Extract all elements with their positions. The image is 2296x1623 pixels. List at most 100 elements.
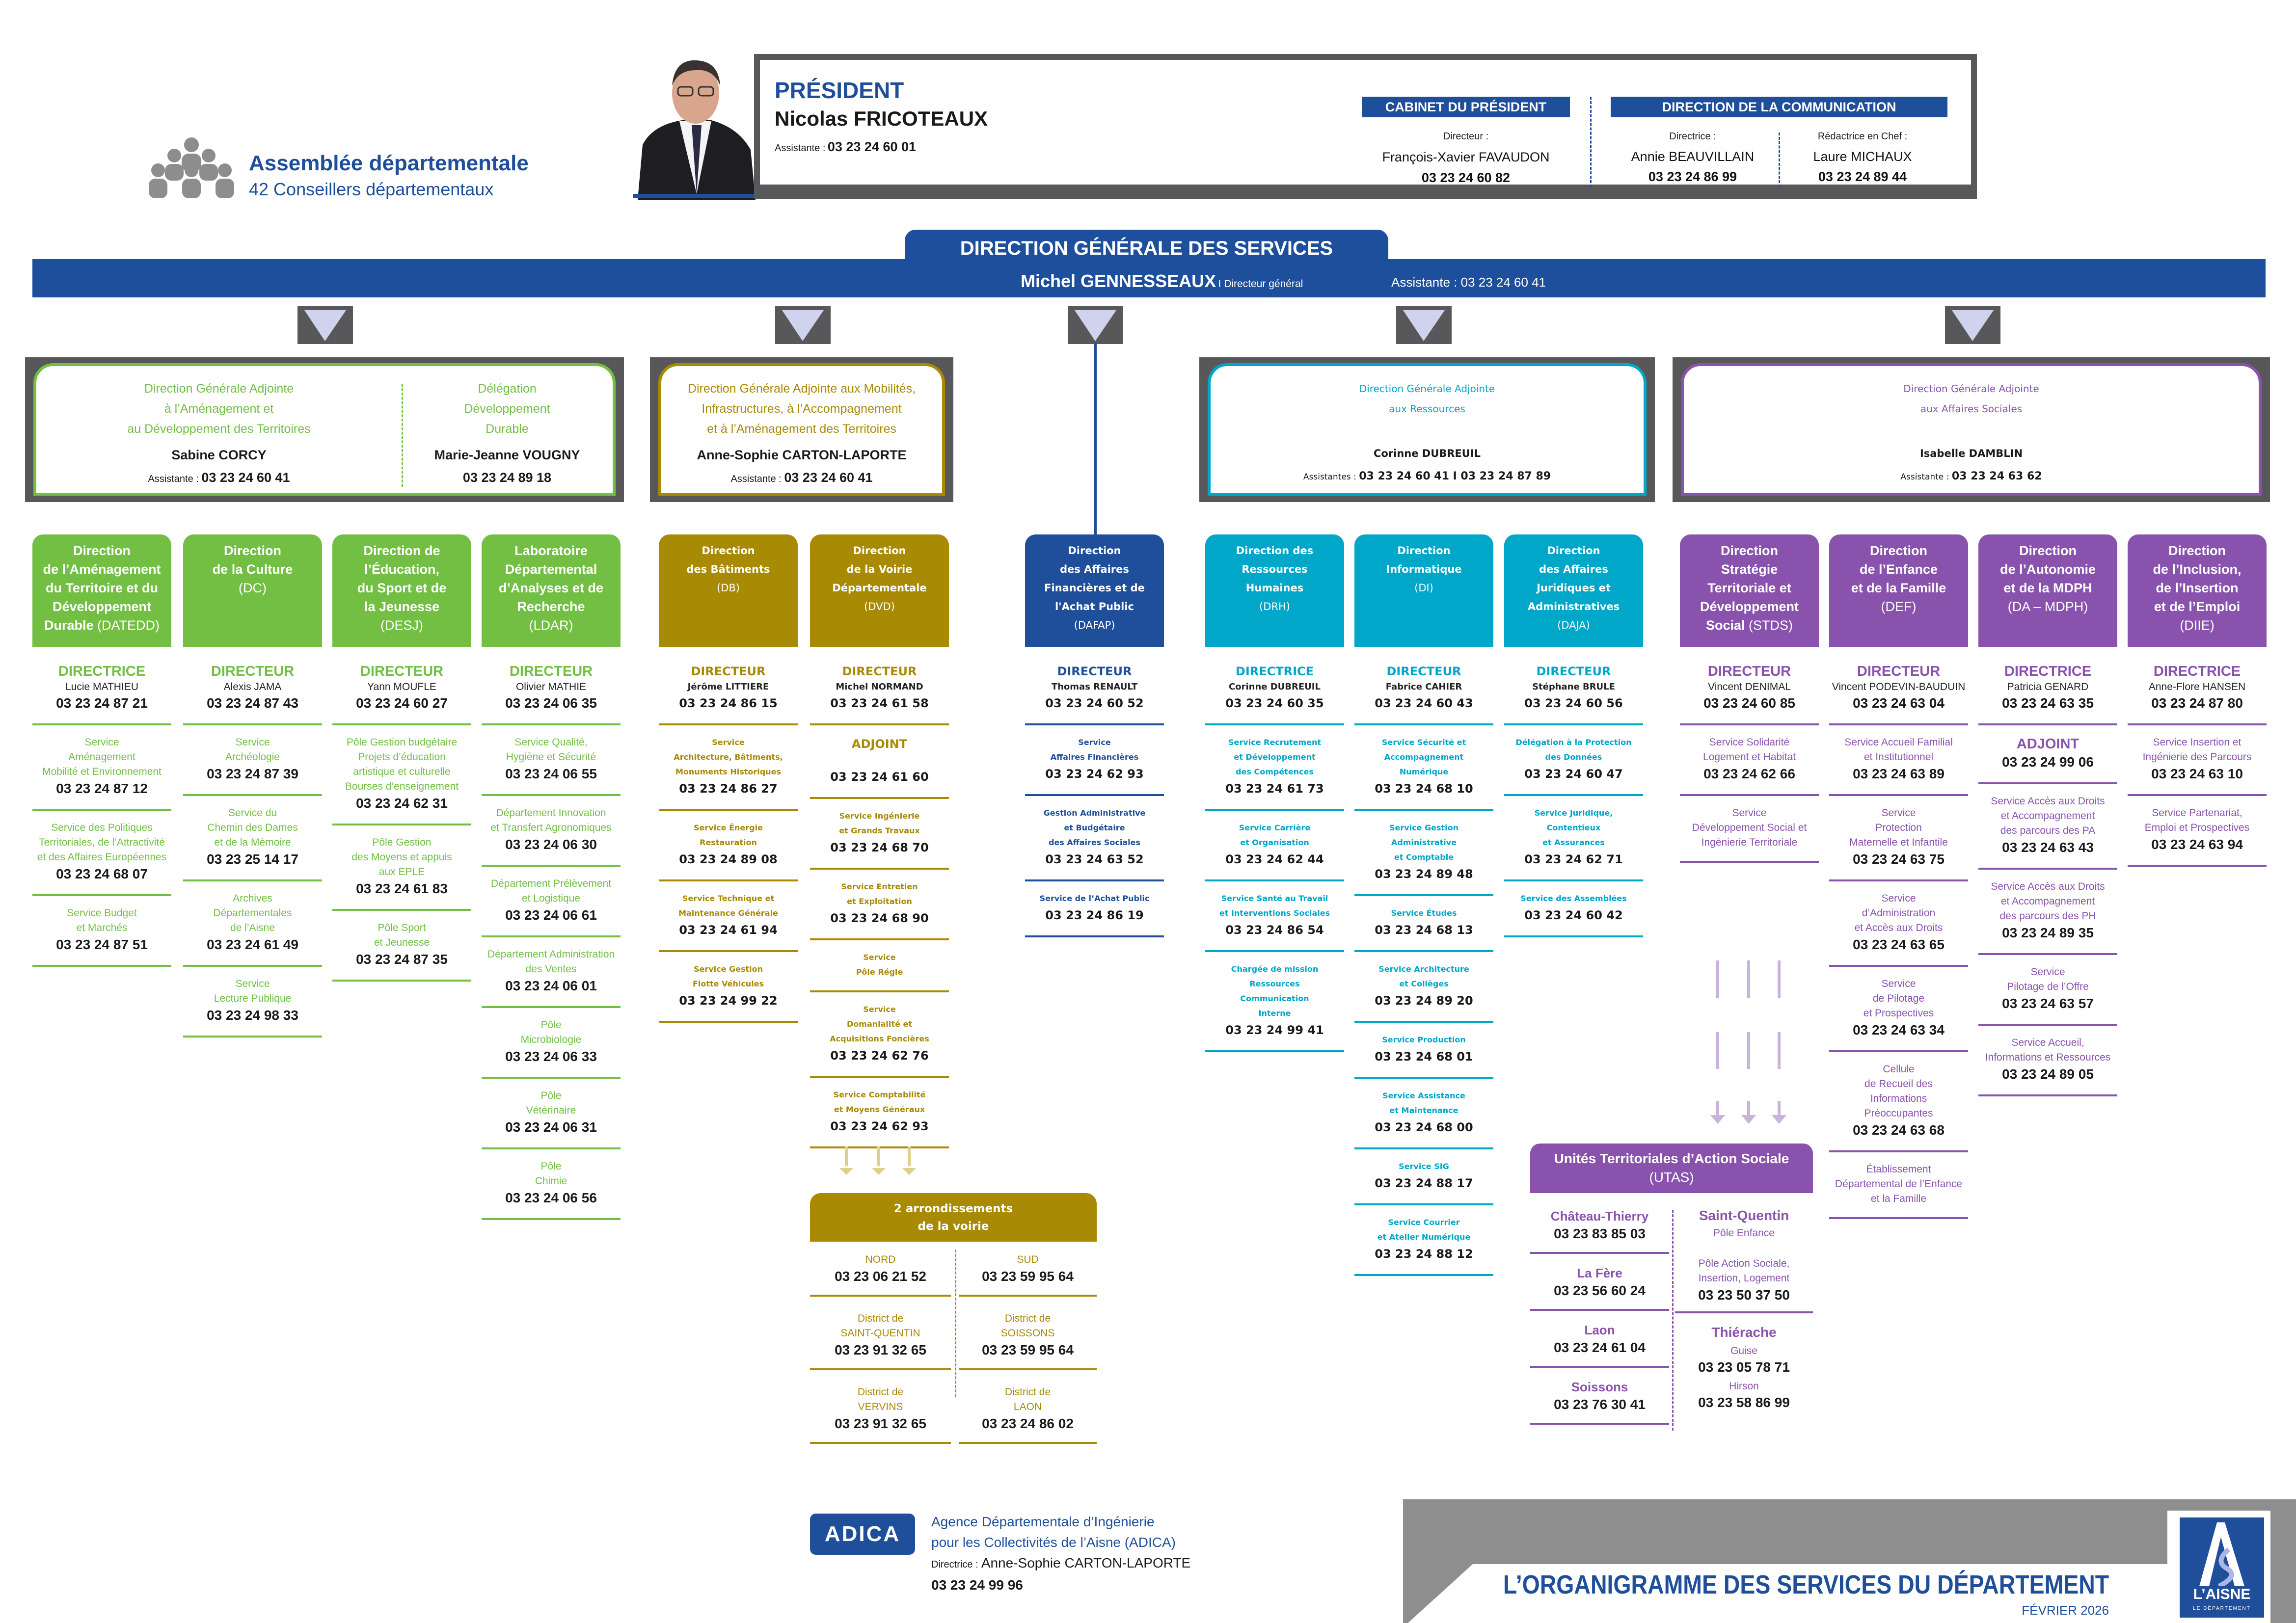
director-name: Vincent PODEVIN-BAUDUIN [1832, 681, 1966, 692]
direction-column: Direction de l’Éducation, du Sport et de… [332, 534, 471, 982]
cabinet-role: Directeur : [1443, 131, 1489, 142]
utas-pole: Pôle Enfance [1713, 1227, 1775, 1239]
service-label: Pôle Gestion des Moyens et appuis aux EP… [351, 837, 452, 878]
service-phone: 03 23 24 88 17 [1375, 1176, 1473, 1190]
service-item: Cellule de Recueil des Informations Préo… [1829, 1052, 1968, 1152]
director-phone: 03 23 24 61 58 [830, 696, 929, 710]
communication-editor: Rédactrice en Chef : Laure MICHAUX 03 23… [1785, 131, 1940, 185]
president-name: Nicolas FRICOTEAUX [775, 107, 988, 130]
district-phone: 03 23 59 95 64 [982, 1269, 1074, 1284]
direction-column: Direction des Ressources Humaines (DRH)D… [1205, 534, 1344, 1052]
direction-header: Laboratoire Départemental d’Analyses et … [482, 534, 621, 647]
district-label: NORD [865, 1254, 896, 1265]
service-phone: 03 23 24 87 51 [56, 937, 148, 952]
director-name: Vincent DENIMAL [1708, 681, 1791, 692]
service-item: Service Recrutement et Développement des… [1205, 725, 1344, 811]
service-label: Service Architecture et Collèges [1378, 964, 1469, 988]
service-item: Service Protection Maternelle et Infanti… [1829, 796, 1968, 881]
assistant-phone: 03 23 24 89 18 [462, 470, 552, 485]
director-role: DIRECTRICE [2153, 664, 2241, 679]
direction-abbr: (DATEDD) [97, 618, 160, 633]
person-role: Directrice : [1669, 131, 1716, 142]
district-phone: 03 23 59 95 64 [982, 1342, 1074, 1357]
service-label: Service Domanialité et Acquisitions Fonc… [830, 1005, 929, 1043]
director-role: DIRECTRICE [58, 664, 146, 679]
cabinet-name: François-Xavier FAVAUDON [1382, 150, 1550, 164]
service-label: Service Protection Maternelle et Infanti… [1849, 807, 1948, 848]
service-phone: 03 23 24 99 41 [1225, 1023, 1324, 1037]
director-name: Jérôme LITTIERE [687, 682, 769, 692]
service-phone: 03 23 24 06 55 [505, 766, 597, 781]
service-label: Service d’Administration et Accès aux Dr… [1854, 893, 1943, 933]
service-label: Service Recrutement et Développement des… [1228, 738, 1322, 776]
direction-abbr: (LDAR) [529, 618, 573, 633]
director-name: Corinne DUBREUIL [1229, 682, 1321, 692]
direction-abbr: (DAJA) [1557, 619, 1590, 631]
service-label: Service Production [1382, 1035, 1466, 1044]
service-phone: 03 23 24 61 49 [207, 937, 298, 952]
service-phone: 03 23 24 68 13 [1375, 923, 1473, 937]
divider [955, 1250, 956, 1397]
direction-header: Direction de l’Enfance et de la Famille … [1829, 534, 1968, 647]
aisne-a-icon [2199, 1522, 2244, 1586]
service-phone: 03 23 24 87 35 [356, 952, 448, 967]
person-name: Laure MICHAUX [1813, 149, 1912, 164]
down-arrow-icon [775, 306, 831, 344]
service-label: Établissement Départemental de l’Enfance… [1835, 1164, 1963, 1204]
utas-phone: 03 23 24 61 04 [1554, 1340, 1646, 1355]
director-role: DIRECTEUR [1057, 665, 1132, 678]
direction-header: Direction de l’Autonomie et de la MDPH (… [1978, 534, 2117, 647]
assistant-label: Assistante : [775, 143, 826, 154]
service-item: Service Accueil, Informations et Ressour… [1978, 1026, 2117, 1096]
service-phone: 03 23 24 62 93 [830, 1119, 929, 1133]
director-phone: 03 23 24 87 21 [56, 695, 148, 711]
direction-abbr: (DRH) [1259, 601, 1290, 612]
service-item: Pôle Gestion des Moyens et appuis aux EP… [332, 825, 471, 911]
direction-column: Direction de l’Aménagement du Territoire… [32, 534, 171, 967]
service-label: Délégation à la Protection des Données [1515, 738, 1632, 762]
service-item: Service Domanialité et Acquisitions Fonc… [810, 992, 949, 1078]
service-phone: 03 23 24 60 42 [1524, 908, 1623, 922]
direction-header: Direction de la Culture (DC) [183, 534, 322, 647]
direction-title: Direction de l’Aménagement du Territoire… [43, 543, 161, 633]
direction-column: Direction de la Voirie Départementale (D… [810, 534, 949, 1148]
service-phone: 03 23 24 61 94 [679, 923, 778, 937]
footer-date: FÉVRIER 2026 [2022, 1603, 2109, 1618]
service-phone: 03 23 24 61 60 [830, 770, 929, 784]
dga-title: Direction Générale Adjointe aux Affaires… [1903, 383, 2039, 415]
director-name: Anne-Flore HANSEN [2148, 681, 2246, 692]
service-item: Service Gestion Administrative et Compta… [1354, 811, 1493, 896]
person-role: Rédactrice en Chef : [1817, 131, 1908, 142]
direction-abbr: (DVD) [864, 601, 895, 612]
direction-header: Direction des Ressources Humaines (DRH) [1205, 534, 1344, 647]
service-item: Service Juridique, Contentieux et Assura… [1504, 796, 1643, 881]
service-label: Service Énergie Restauration [694, 823, 763, 847]
dga-card: Direction Générale Adjointe aux Affaires… [1681, 363, 2262, 496]
district-label: District de LAON [1004, 1386, 1051, 1412]
service-phone: 03 23 24 68 00 [1375, 1120, 1473, 1134]
director-name: Olivier MATHIE [515, 681, 587, 692]
direction-header: Direction de la Voirie Départementale (D… [810, 534, 949, 647]
direction-header: Direction Stratégie Territoriale et Déve… [1680, 534, 1819, 647]
utas-site: Saint-Quentin [1699, 1208, 1789, 1223]
divider [1590, 97, 1592, 187]
service-item: Service Santé au Travail et Intervention… [1205, 881, 1344, 952]
direction-header: Direction de l’Aménagement du Territoire… [32, 534, 171, 647]
service-item: Service Accueil Familial et Institutionn… [1829, 725, 1968, 796]
service-phone: 03 23 24 87 39 [207, 766, 298, 781]
divider [1779, 133, 1780, 187]
service-phone: 03 23 24 86 19 [1045, 908, 1144, 922]
service-phone: 03 23 24 63 65 [1853, 937, 1945, 952]
direction-header: Direction des Affaires Financières et de… [1025, 534, 1164, 647]
service-label: Service Lecture Publique [214, 978, 292, 1004]
